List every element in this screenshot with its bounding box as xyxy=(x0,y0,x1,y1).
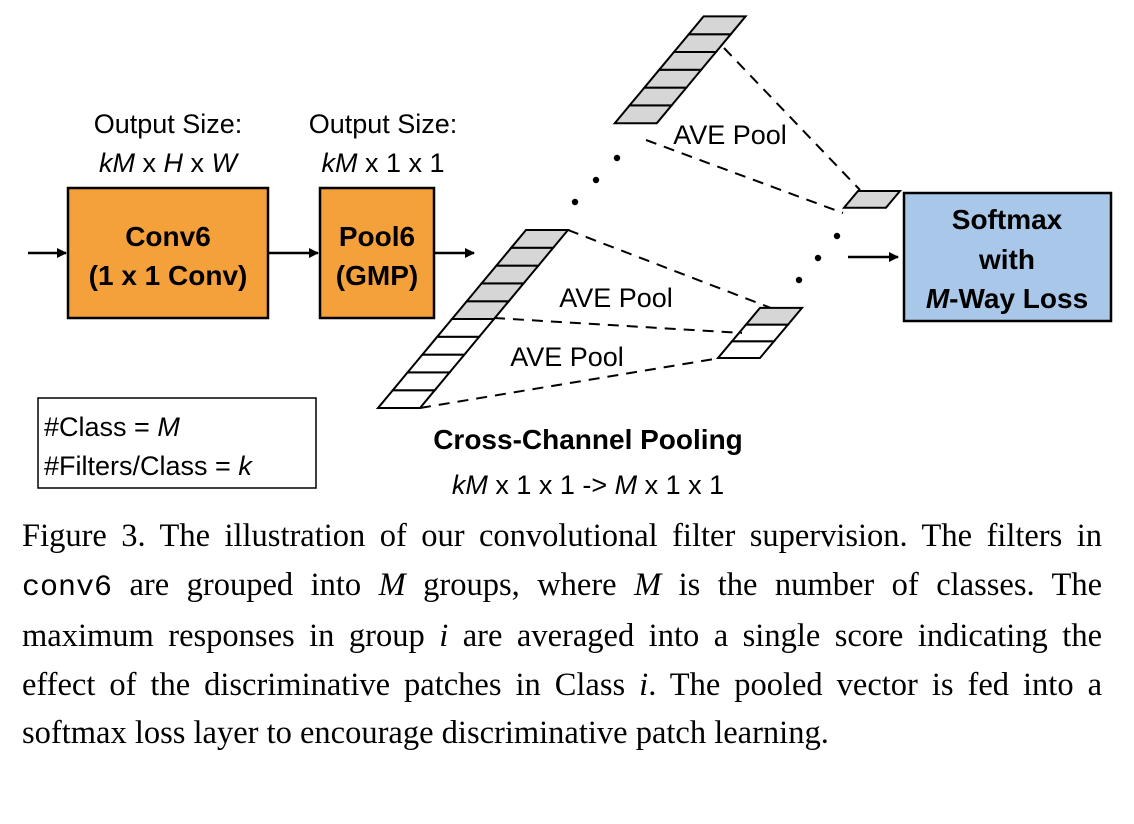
channel-cell xyxy=(627,86,689,107)
channel-cell xyxy=(509,229,571,249)
figure-caption: Figure 3. The illustration of our convol… xyxy=(22,518,1102,751)
legend-class-count: #Class = M xyxy=(44,412,180,442)
channel-cell xyxy=(612,104,674,125)
channel-cell xyxy=(494,246,556,267)
conv6-output-label: Output Size: xyxy=(94,109,243,139)
channel-cell xyxy=(405,353,467,374)
pool6-output-label: Output Size: xyxy=(309,109,458,139)
cross-channel-pooling-dims: kM x 1 x 1 -> M x 1 x 1 xyxy=(452,470,724,500)
channel-cell xyxy=(657,51,719,71)
channel-cell xyxy=(479,264,541,285)
ave-pool-label-bottom: AVE Pool xyxy=(510,342,624,372)
channel-cell xyxy=(642,68,704,89)
channel-strip-m xyxy=(715,190,903,359)
channel-cell xyxy=(449,300,511,320)
long-strip-dots xyxy=(571,154,621,206)
dashed-line xyxy=(493,317,743,334)
channel-cell xyxy=(686,15,748,36)
ellipsis-dot xyxy=(833,232,841,240)
legend-box: #Class = M #Filters/Class = k xyxy=(37,397,317,489)
ellipsis-dot xyxy=(795,276,803,284)
ellipsis-dot xyxy=(592,176,600,184)
ellipsis-dot xyxy=(613,154,621,162)
cross-channel-pooling-title: Cross-Channel Pooling xyxy=(433,424,743,455)
conv6-output-dims: kM x H x W xyxy=(99,148,240,178)
convolutional-filter-supervision-diagram: Output Size: kM x H x W Output Size: kM … xyxy=(28,15,1113,500)
pool6-output-dims: kM x 1 x 1 xyxy=(321,148,444,178)
channel-cell xyxy=(390,371,452,392)
channel-cell xyxy=(671,33,733,53)
pooling-dashed-lines xyxy=(419,47,861,409)
channel-cell xyxy=(375,389,437,409)
softmax-with: with xyxy=(978,244,1035,275)
softmax-title: Softmax xyxy=(952,204,1063,235)
channel-cell xyxy=(464,282,526,303)
ave-pool-label-middle: AVE Pool xyxy=(559,283,673,313)
channel-cell xyxy=(841,190,903,209)
conv6-box: Conv6 (1 x 1 Conv) xyxy=(66,186,270,320)
channel-cell xyxy=(743,306,805,326)
softmax-loss: M-Way Loss xyxy=(926,283,1088,314)
dashed-line xyxy=(567,229,772,309)
dashed-line xyxy=(419,357,721,409)
dashed-line xyxy=(723,47,861,191)
pool6-title: Pool6 xyxy=(339,221,415,252)
short-strip-dots xyxy=(795,232,841,284)
code-conv6: conv6 xyxy=(22,570,113,605)
ave-pool-label-top: AVE Pool xyxy=(673,120,787,150)
channel-cell xyxy=(420,335,482,356)
dashed-line xyxy=(645,139,844,214)
channel-cell xyxy=(715,340,777,359)
ellipsis-dot xyxy=(814,254,822,262)
pool6-subtitle: (GMP) xyxy=(336,260,418,291)
softmax-box: Softmax with M-Way Loss xyxy=(902,191,1113,323)
conv6-title: Conv6 xyxy=(125,221,211,252)
legend-filters-per-class: #Filters/Class = k xyxy=(44,451,253,481)
channel-cell xyxy=(729,323,791,343)
channel-cell xyxy=(435,318,497,338)
conv6-subtitle: (1 x 1 Conv) xyxy=(89,260,248,291)
ellipsis-dot xyxy=(571,198,579,206)
pool6-box: Pool6 (GMP) xyxy=(318,186,436,320)
channel-strip-km xyxy=(375,15,748,409)
